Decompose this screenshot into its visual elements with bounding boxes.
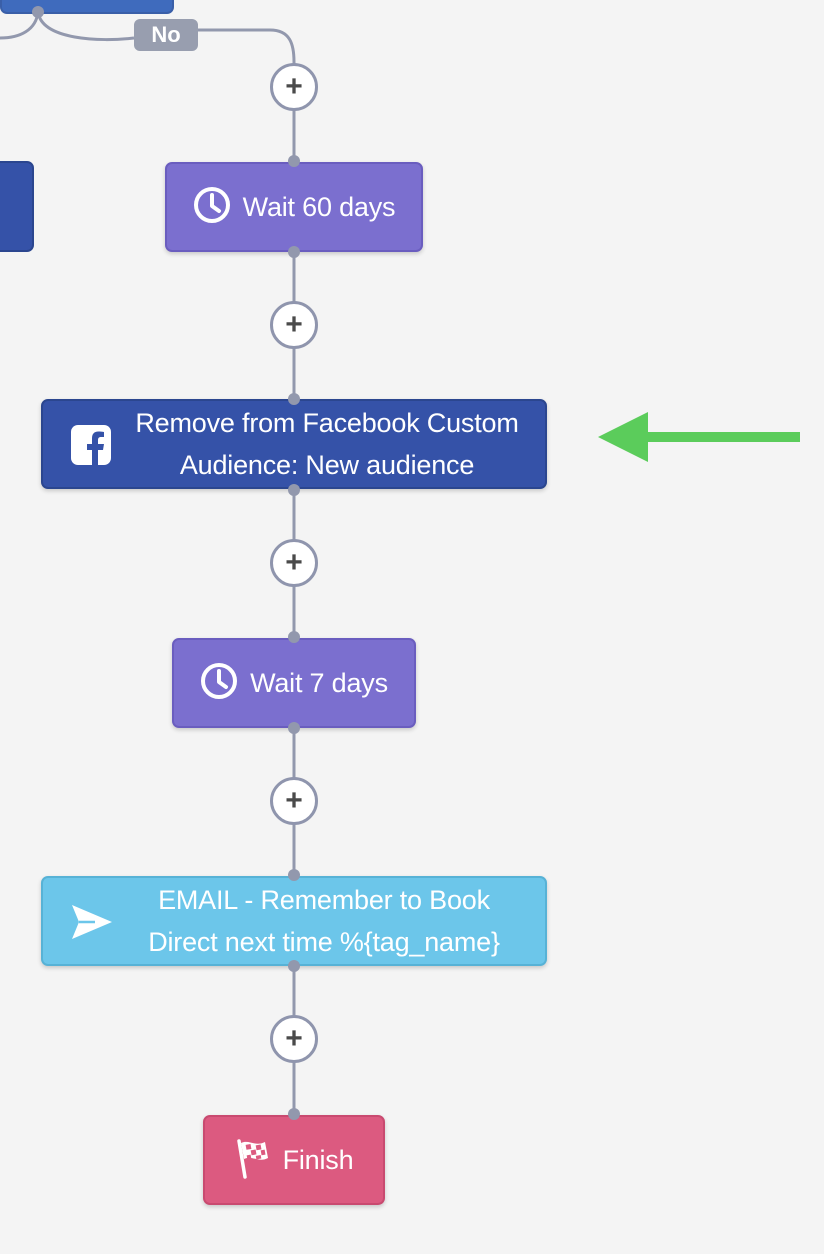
add-step-button[interactable]: + <box>270 63 318 111</box>
node-port-out <box>288 246 300 258</box>
node-port-out <box>288 722 300 734</box>
step-label: EMAIL - Remember to Book Direct next tim… <box>148 885 500 957</box>
add-step-button[interactable]: + <box>270 539 318 587</box>
email-step-node[interactable]: EMAIL - Remember to Book Direct next tim… <box>41 876 547 966</box>
node-port-in <box>288 1108 300 1120</box>
node-port-in <box>288 869 300 881</box>
facebook-icon <box>71 425 111 465</box>
finish-step-node[interactable]: Finish <box>203 1115 385 1205</box>
step-label: Finish <box>282 1145 354 1175</box>
node-port-out <box>288 960 300 972</box>
step-label: Remove from Facebook Custom Audience: Ne… <box>135 408 519 480</box>
previous-condition-node[interactable] <box>0 0 174 14</box>
node-port-in <box>288 393 300 405</box>
annotation-arrow-icon <box>598 412 800 462</box>
add-step-button[interactable]: + <box>270 777 318 825</box>
clock-icon <box>200 662 238 705</box>
node-port-in <box>288 631 300 643</box>
add-step-button[interactable]: + <box>270 301 318 349</box>
branch-port <box>32 6 44 18</box>
add-step-button[interactable]: + <box>270 1015 318 1063</box>
clock-icon <box>193 186 231 229</box>
branch-no-label: No <box>134 19 198 51</box>
node-port-in <box>288 155 300 167</box>
node-port-out <box>288 484 300 496</box>
paper-plane-icon <box>71 904 113 940</box>
checkered-flag-icon <box>235 1137 269 1184</box>
facebook-audience-step-node[interactable]: Remove from Facebook Custom Audience: Ne… <box>41 399 547 489</box>
wait-step-node[interactable]: Wait 60 days <box>165 162 423 252</box>
step-label: Wait 60 days <box>242 192 396 222</box>
wait-step-node[interactable]: Wait 7 days <box>172 638 416 728</box>
sibling-branch-node[interactable] <box>0 161 34 252</box>
step-label: Wait 7 days <box>250 668 388 698</box>
